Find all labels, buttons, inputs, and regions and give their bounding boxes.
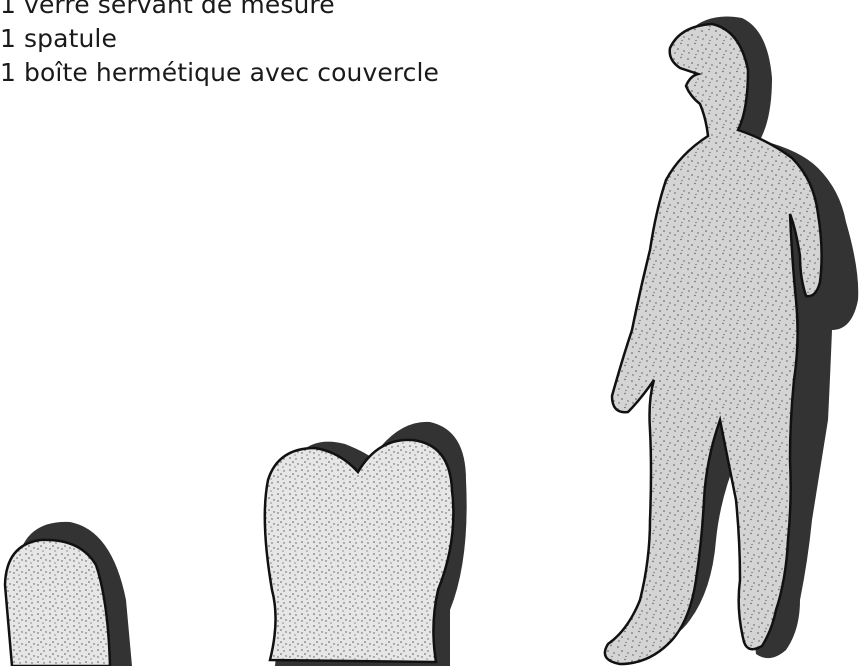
notched-block-body bbox=[265, 440, 454, 662]
rounded-block-figure bbox=[5, 522, 132, 666]
notched-block-figure bbox=[265, 422, 467, 666]
human-figure bbox=[605, 17, 858, 665]
